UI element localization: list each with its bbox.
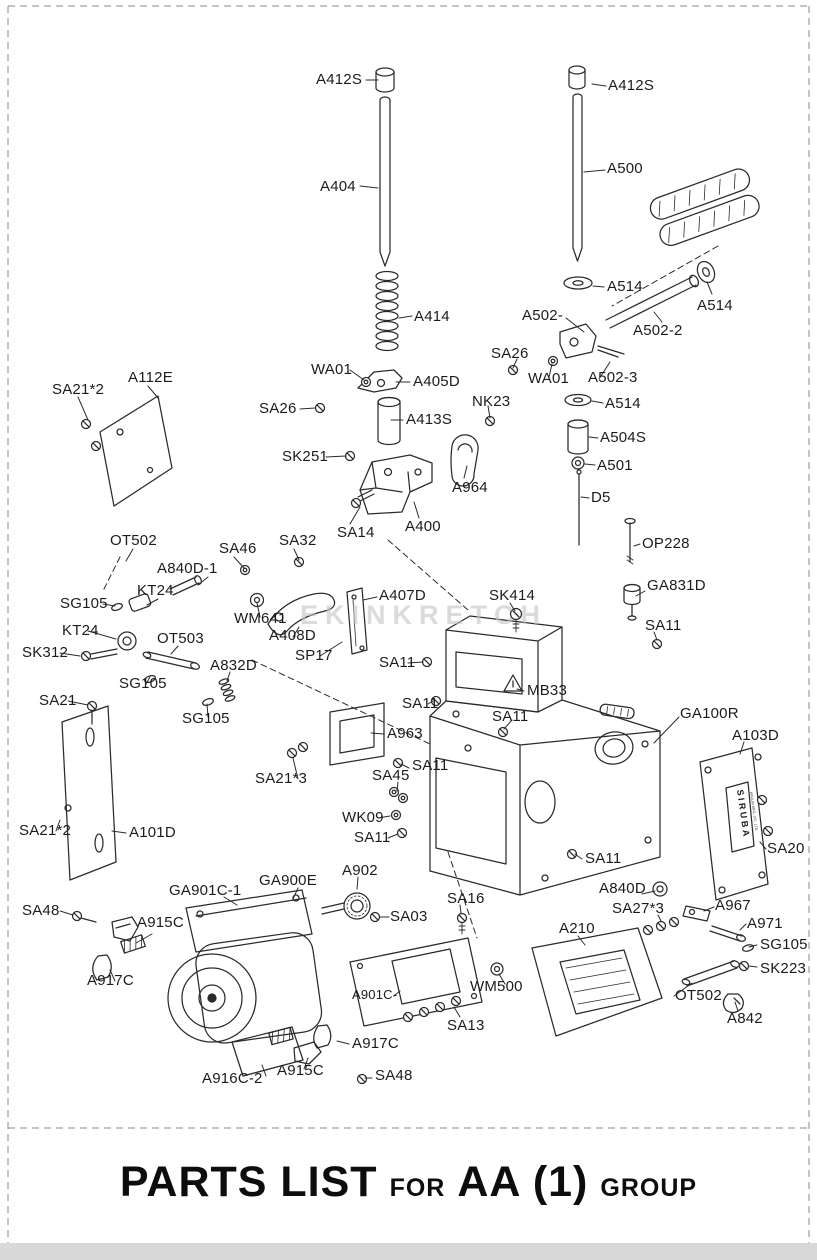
linkage-left [90,575,236,725]
machine-body [429,615,661,896]
construction-lines [102,245,719,939]
base-plate-a901c [349,922,483,1027]
nut-a501 [571,456,585,470]
bracket-a400 [357,454,433,515]
handle-assembly [649,168,760,247]
bracket-a915c-upper [111,916,139,942]
clip-a917c-lower [313,1024,332,1049]
plate-a101d [61,705,117,881]
lever-a405d [357,369,403,393]
screw-shafts [80,917,97,923]
clip-a917c-upper [92,954,112,981]
rod-d5 [576,469,582,546]
screws [71,364,774,1085]
title-for: FOR [389,1174,446,1202]
lever-a408d [267,592,336,636]
title-group-code: AA (1) [457,1158,589,1206]
brush-upper [120,934,146,954]
needle-bar-right [568,65,586,262]
cylinder-a413s [377,396,401,446]
spring [375,270,399,352]
bottom-strip [0,1243,817,1260]
washer-a514-top [563,276,593,290]
guide-a964 [450,434,479,487]
link-chain-right [652,881,746,1014]
plate-a103d [699,747,769,901]
motor [167,889,371,1044]
rings [110,601,755,953]
page-border [7,5,810,1258]
washers [239,355,559,976]
cylinder-a504s [567,419,589,455]
needle-bar-left [375,67,395,267]
leader-lines [55,79,767,1079]
watermark: EKINKRETCH [300,600,548,630]
clamp-a502 [559,274,700,359]
washer-a514-mid [564,393,592,407]
plate-a210 [531,927,663,1037]
plate-a112e [99,395,173,507]
pad-a916c [231,1026,304,1077]
plug-ga831d [623,583,641,621]
bracket-a963 [329,702,385,766]
bracket-a915c-lower [293,1041,322,1065]
title-group-word: GROUP [600,1174,698,1202]
title-main: PARTS LIST [119,1158,378,1206]
washer-a514-right [696,260,716,284]
title-bar: PARTS LIST FOR AA (1) GROUP [0,1158,817,1232]
screw-op228 [624,517,636,565]
strip-sp17 [346,587,368,655]
plate-company-text: KAULIN MFG. CO., LTD. [749,792,759,832]
